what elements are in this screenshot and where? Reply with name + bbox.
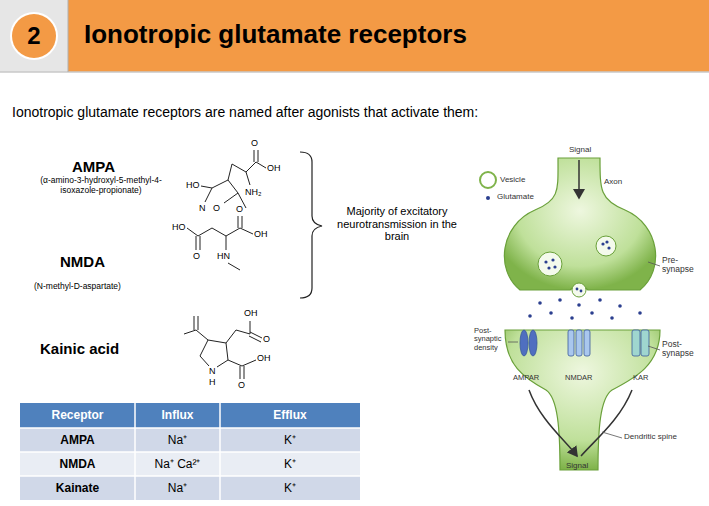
bracket-note: Majority of excitatory neurotransmission… [333, 205, 461, 243]
intro-text: Ionotropic glutamate receptors are named… [12, 104, 478, 120]
atom-label: O [213, 203, 220, 213]
agonist-fullname: (α-amino-3-hydroxyl-5-methyl-4-isoxazole… [26, 176, 176, 196]
table-header-cell: Efflux [220, 403, 360, 428]
signal-label: Signal [569, 146, 591, 155]
atom-label: N [199, 203, 206, 213]
atom-label: HO [186, 180, 200, 190]
table-cell: K⁺ [220, 428, 360, 452]
receptor-label: AMPAR [513, 374, 539, 382]
table-cell: K⁺ [220, 476, 360, 500]
table-header-cell: Receptor [20, 403, 135, 428]
receptor-label: KAR [633, 374, 648, 382]
table-header-cell: Influx [135, 403, 220, 428]
atom-label: N [209, 366, 216, 376]
table-cell: Na⁺ Ca²⁺ [135, 452, 220, 476]
ampa-structure [201, 150, 266, 208]
table-cell: NMDA [20, 452, 135, 476]
legend-label: Glutamate [497, 193, 534, 202]
atom-label: O [236, 204, 243, 214]
atom-label: O [193, 251, 200, 261]
header-panel [0, 0, 68, 72]
atom-label: OH [267, 163, 281, 173]
atom-label: HO [172, 222, 186, 232]
atom-label: OH [244, 308, 258, 318]
slide-title: Ionotropic glutamate receptors [84, 20, 467, 50]
part-label: Dendritic spine [624, 433, 677, 442]
section-number: 2 [27, 22, 40, 50]
receptor-label: NMDAR [565, 374, 593, 382]
atom-label: OH [257, 353, 271, 363]
table-cell: K⁺ [220, 452, 360, 476]
bracket [300, 152, 322, 298]
atom-label: O [263, 334, 270, 344]
agonist-name: Kainic acid [40, 340, 119, 357]
part-label: Pre- synapse [662, 256, 702, 275]
atom-label: OH [254, 229, 268, 239]
table [20, 403, 360, 500]
nmda-structure [187, 216, 253, 270]
atom-label: HN [217, 251, 230, 261]
atom-label: O [251, 138, 258, 148]
part-label: Post- synaptic density [474, 327, 508, 352]
part-label: Axon [604, 178, 622, 187]
agonist-name: NMDA [60, 253, 105, 270]
title-band [68, 0, 709, 72]
table-cell: AMPA [20, 428, 135, 452]
atom-label: NH₂ [245, 187, 262, 197]
kainic-structure [184, 316, 262, 379]
table-cell: Na⁺ [135, 428, 220, 452]
agonist-fullname: (N-methyl-D-aspartate) [34, 282, 121, 292]
section-number-circle: 2 [12, 14, 56, 58]
legend-label: Vesicle [500, 176, 525, 185]
table-cell: Na⁺ [135, 476, 220, 500]
atom-label: O [238, 380, 245, 390]
atom-label: H [209, 377, 216, 387]
signal-label: Signal [566, 462, 588, 471]
agonist-name: AMPA [72, 158, 115, 175]
synapse-illustration [480, 158, 660, 470]
part-label: Post- synapse [662, 340, 702, 359]
table-cell: Kainate [20, 476, 135, 500]
